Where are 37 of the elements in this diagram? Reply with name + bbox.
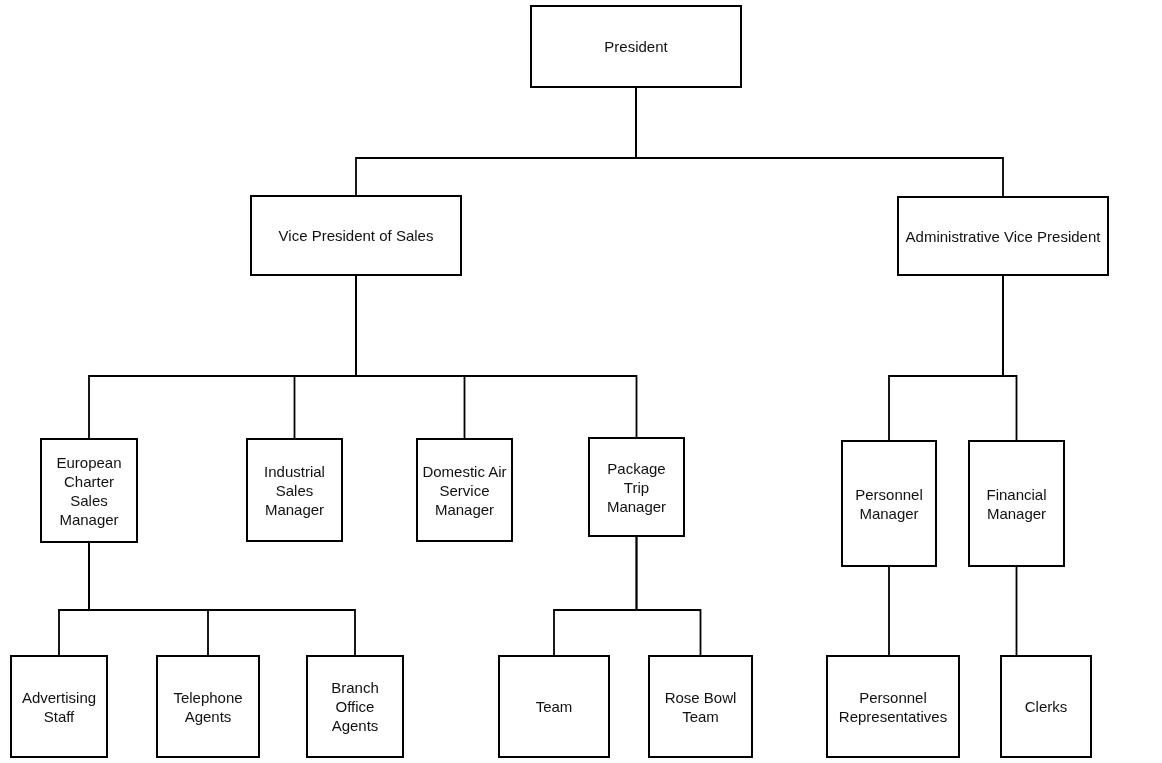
org-box: [588, 437, 685, 537]
org-box: [156, 655, 260, 758]
org-box: [1000, 655, 1092, 758]
box-label: Package Trip Manager: [605, 458, 668, 516]
org-box: [40, 438, 138, 543]
org-box: [897, 196, 1109, 276]
org-box: [841, 440, 937, 567]
box-label: Rose Bowl Team: [663, 687, 738, 726]
box-label: European Charter Sales Manager: [55, 452, 123, 529]
connector-line: [635, 87, 1004, 197]
connector-line: [1015, 566, 1018, 656]
org-box: [648, 655, 753, 758]
box-label: President: [604, 37, 668, 56]
box-label: Administrative Vice President: [905, 226, 1101, 246]
box-label: Personnel Manager: [854, 484, 924, 523]
box-label: Domestic Air Service Manager: [422, 461, 507, 519]
box-label: Branch Office Agents: [330, 678, 380, 735]
box-label: Financial Manager: [985, 484, 1048, 523]
org-box: [250, 195, 462, 276]
box-label: Advertising Staff: [20, 687, 98, 726]
connector-line: [1002, 275, 1018, 441]
org-box: [826, 655, 960, 758]
org-box: [246, 438, 343, 542]
org-box: [530, 5, 742, 88]
box-label: Vice President of Sales: [278, 226, 434, 245]
org-box: [416, 438, 513, 542]
box-label: Industrial Sales Manager: [263, 461, 326, 519]
connector-line: [635, 536, 702, 656]
org-box: [968, 440, 1065, 567]
box-label: Telephone Agents: [172, 687, 244, 726]
org-box: [10, 655, 108, 758]
connector-line: [888, 566, 890, 656]
org-box: [306, 655, 404, 758]
org-box: [498, 655, 610, 758]
box-label: Team: [535, 697, 573, 716]
box-label: Clerks: [1024, 697, 1068, 716]
box-label: Personnel Representatives: [837, 687, 949, 726]
